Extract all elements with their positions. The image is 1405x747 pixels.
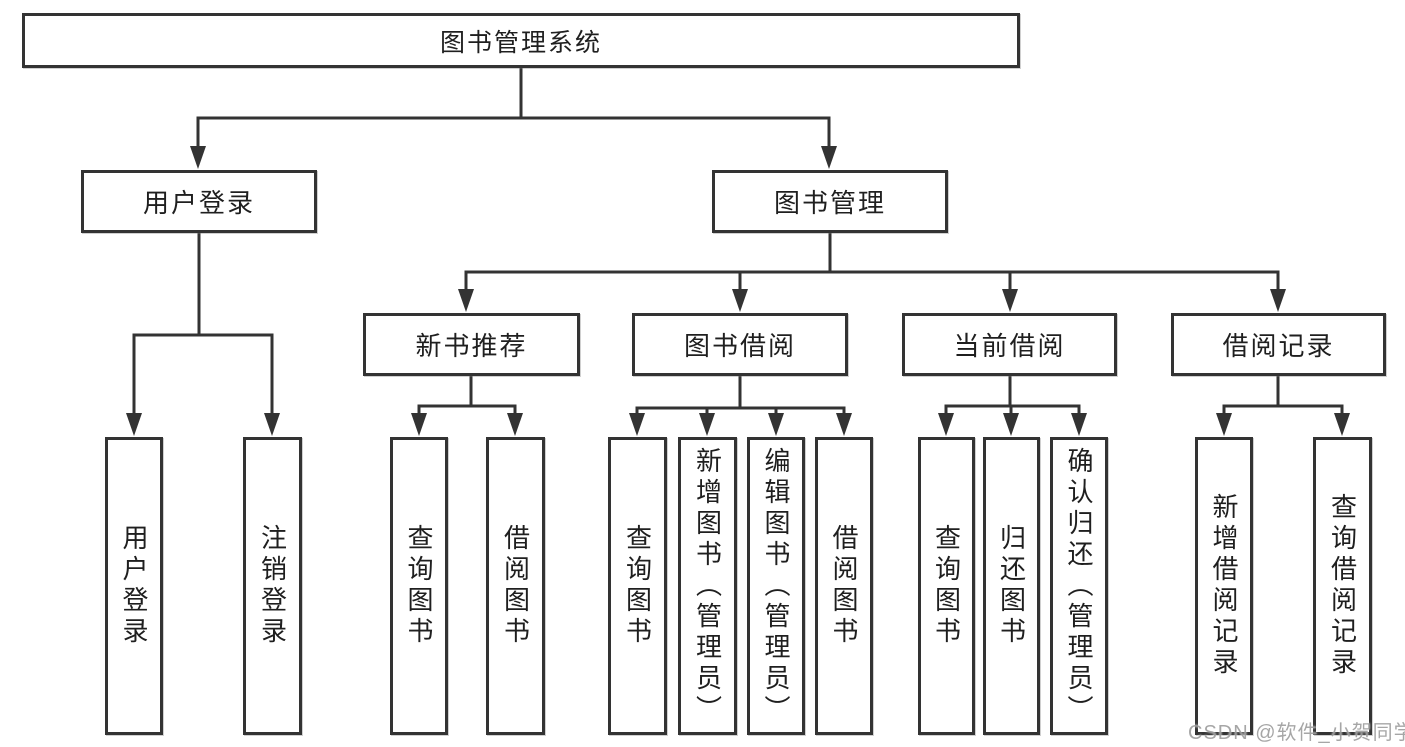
csdn-watermark: CSDN @软件_小贺同学 [1188,722,1405,744]
node-book-borrow: 图书借阅 [632,313,848,376]
leaf-edit-books-admin: 编辑图书（管理员） [747,437,805,735]
node-borrow-records: 借阅记录 [1171,313,1386,376]
node-user-login: 用户登录 [81,170,317,233]
leaf-logout: 注销登录 [243,437,302,735]
leaf-borrow-books: 借阅图书 [815,437,873,735]
leaf-query-books-borrow: 查询图书 [608,437,667,735]
leaf-borrow-books-recommend: 借阅图书 [486,437,545,735]
arrowhead-icons [126,146,1350,436]
node-current-borrow: 当前借阅 [902,313,1117,376]
leaf-return-books: 归还图书 [983,437,1040,735]
leaf-confirm-return-admin: 确认归还（管理员） [1050,437,1108,735]
leaf-add-books-admin: 新增图书（管理员） [678,437,737,735]
leaf-query-books-current: 查询图书 [918,437,975,735]
node-system-root: 图书管理系统 [22,13,1020,68]
leaf-query-borrow-record: 查询借阅记录 [1313,437,1372,735]
leaf-query-books-recommend: 查询图书 [390,437,448,735]
leaf-user-login: 用户登录 [105,437,163,735]
node-new-book-recommend: 新书推荐 [363,313,580,376]
leaf-add-borrow-record: 新增借阅记录 [1195,437,1253,735]
node-book-management: 图书管理 [712,170,948,233]
